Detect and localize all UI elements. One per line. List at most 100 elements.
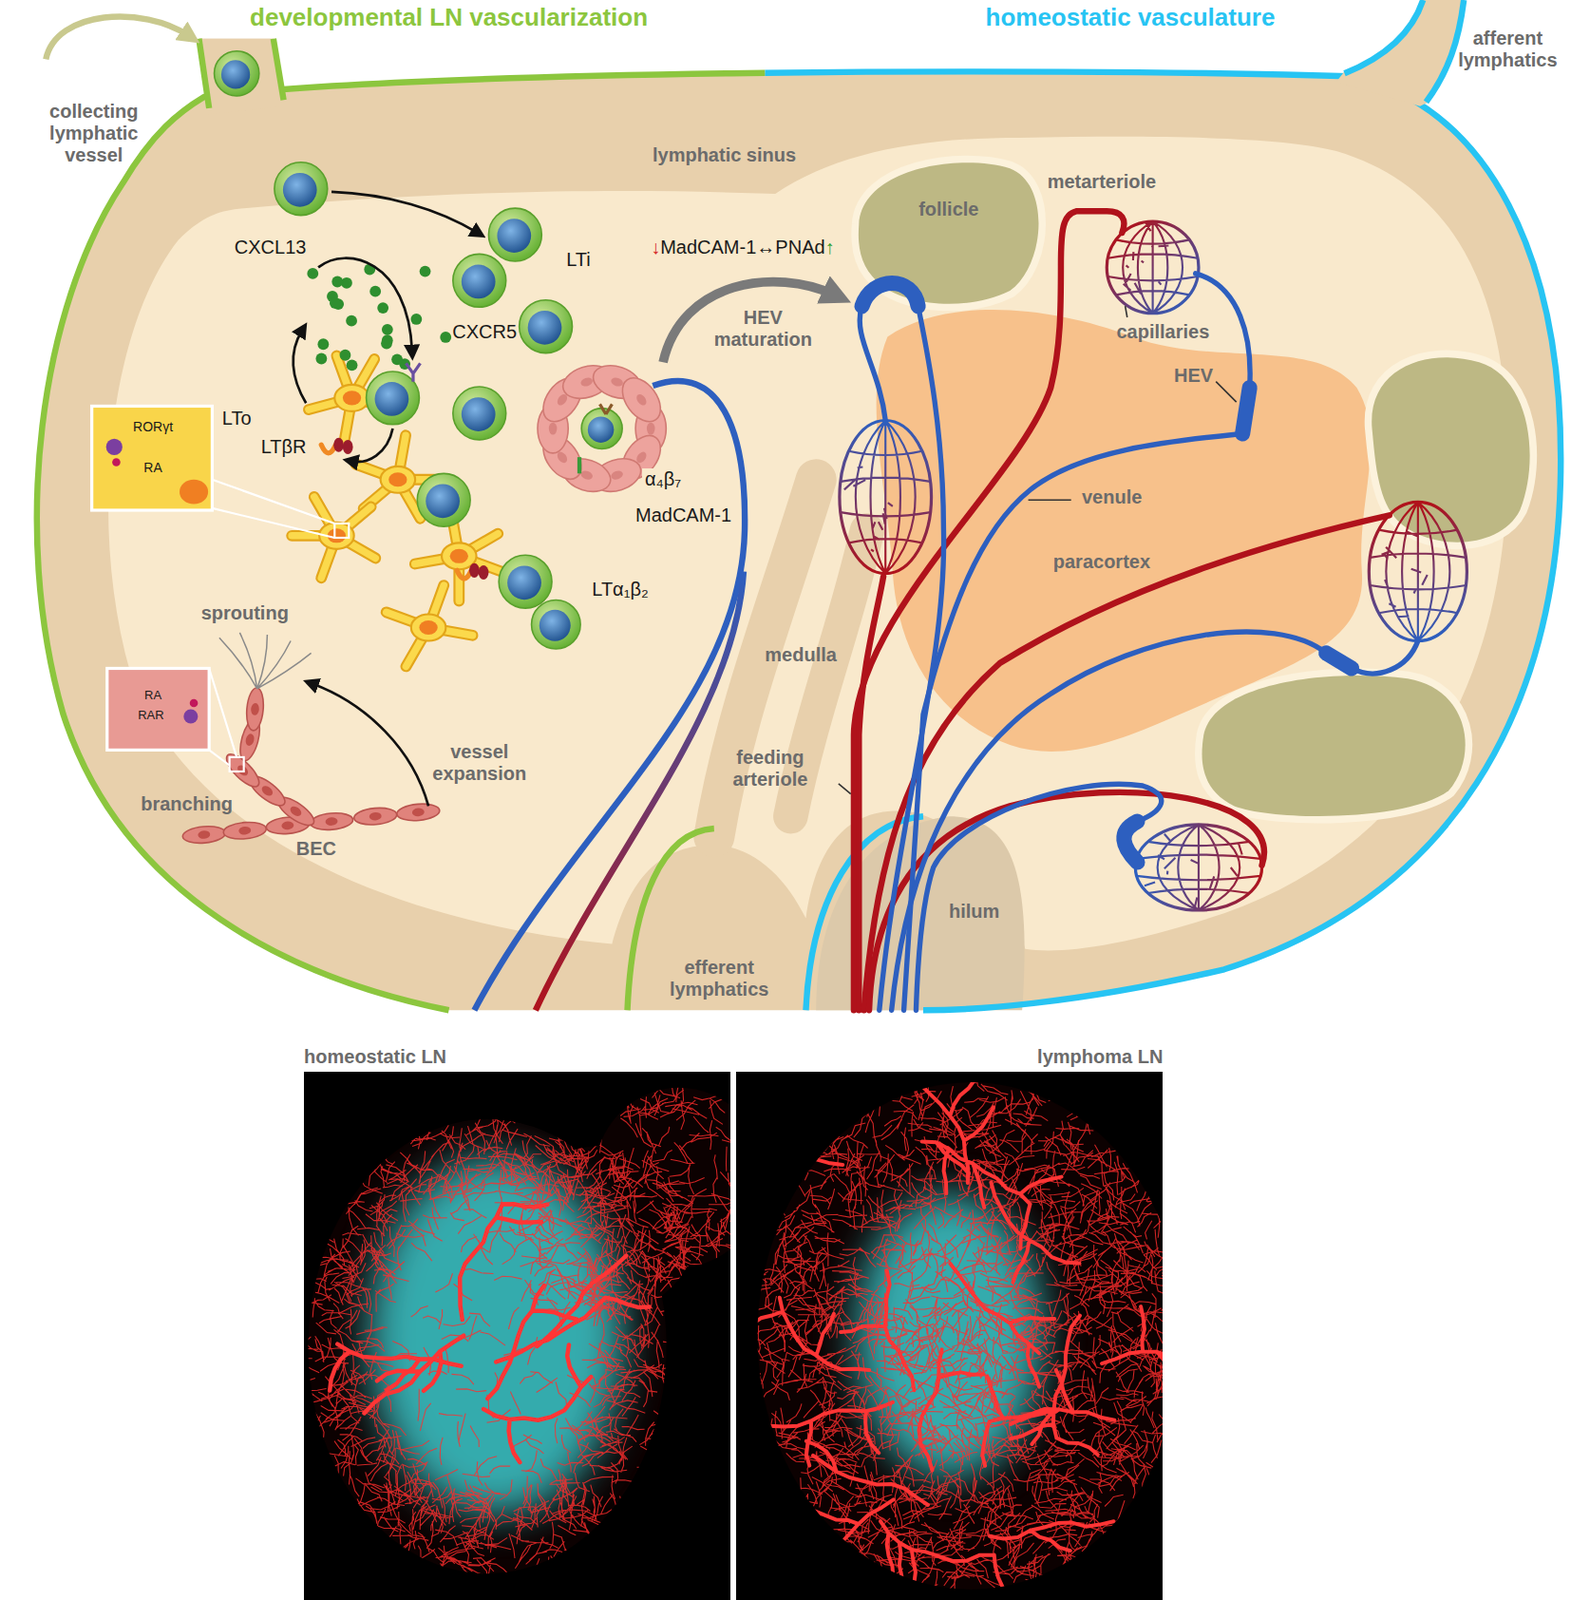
fine-vessels xyxy=(303,1072,731,1583)
label: medulla xyxy=(764,643,837,666)
label: CXCR5 xyxy=(452,321,517,343)
label-part: ↑ xyxy=(825,236,835,258)
arteriole xyxy=(869,792,1265,1010)
label: collecting lymphatic vessel xyxy=(35,100,153,167)
chemokine-dot xyxy=(331,276,343,288)
inset-box xyxy=(107,667,209,750)
lti-cell xyxy=(498,554,552,608)
bec-nucleus xyxy=(281,820,295,831)
lti-cell xyxy=(531,600,582,650)
endothelial-nucleus xyxy=(548,422,558,436)
madcam-receptor xyxy=(577,456,582,474)
major-vessels xyxy=(736,1071,1163,1599)
afferent-vessel xyxy=(1336,0,1464,107)
lti-nucleus xyxy=(221,59,250,89)
label: ↓MadCAM-1↔PNAd↑ xyxy=(650,236,834,259)
label: capillaries xyxy=(1116,321,1210,343)
bec-nucleus xyxy=(197,830,211,840)
chemokine-dot xyxy=(340,349,352,361)
label-part: M xyxy=(660,236,677,258)
lti-cell xyxy=(366,371,420,425)
hilum-region xyxy=(815,815,1024,1010)
vessel-wall xyxy=(1344,0,1424,74)
lymphotoxin xyxy=(469,563,480,578)
bec-nucleus xyxy=(412,807,426,817)
cycle-arrow xyxy=(352,428,394,462)
label: α₄β₇ xyxy=(642,468,684,491)
expansion-arrow xyxy=(312,683,429,807)
label: hilum xyxy=(948,900,1000,923)
bec-nucleus xyxy=(244,732,256,747)
label-part: C xyxy=(697,236,711,258)
label: follicle xyxy=(918,198,979,221)
endothelial-nucleus xyxy=(609,376,625,388)
bec-cell xyxy=(245,686,265,731)
major-vessels xyxy=(329,1203,650,1462)
label: CXCL13 xyxy=(234,236,307,259)
photo-tissue xyxy=(736,1071,1163,1600)
label: venule xyxy=(1081,486,1142,509)
label: metarteriole xyxy=(1047,170,1157,193)
bec-cell xyxy=(223,820,267,841)
label: RORγt xyxy=(132,418,173,435)
bec-nucleus xyxy=(324,816,339,827)
label: homeostatic vasculature xyxy=(985,3,1276,33)
chemokine-dot xyxy=(410,313,422,325)
stroma-nucleus xyxy=(418,620,437,635)
lti-nucleus xyxy=(425,483,460,518)
label-part: N xyxy=(788,236,802,258)
lti-nucleus xyxy=(539,609,571,642)
lti-cell xyxy=(214,51,260,96)
lymph-node-body xyxy=(37,71,1561,1010)
lti-cell xyxy=(581,408,623,450)
capillary-mesh xyxy=(1136,824,1261,910)
endothelial-nucleus xyxy=(579,376,594,388)
arteriole xyxy=(853,210,1124,1010)
label: afferent lymphatics xyxy=(1457,27,1559,72)
afferent-vessel-mouth xyxy=(1336,0,1464,107)
stroma-nucleus xyxy=(388,472,407,487)
label: HEV maturation xyxy=(697,306,831,351)
follicle-region xyxy=(1371,357,1530,543)
capillary-bed xyxy=(1135,824,1262,910)
endothelial-cell xyxy=(614,370,668,429)
capillary-bed xyxy=(1368,501,1467,641)
bec-cell xyxy=(309,811,354,832)
leader-line xyxy=(838,305,1237,794)
stroma-nucleus xyxy=(450,548,469,564)
label-part: P xyxy=(775,236,788,258)
label-part: ↓ xyxy=(650,236,661,258)
maturation-arrow xyxy=(662,282,834,363)
bec-nucleus xyxy=(260,783,275,798)
lti-nucleus xyxy=(283,172,318,208)
inset-nucleus xyxy=(179,479,209,505)
label-part: A xyxy=(801,236,814,258)
micrograph xyxy=(303,1071,731,1600)
vessel-wall xyxy=(273,38,284,100)
label: LTi xyxy=(566,248,591,271)
outline-green xyxy=(37,71,766,1010)
capillary-mesh xyxy=(840,419,931,573)
collecting-vessel-mouth xyxy=(198,38,285,114)
lti-nucleus xyxy=(461,397,496,432)
inset-leader xyxy=(211,479,335,538)
follicle-region xyxy=(1202,675,1466,816)
endothelial-nucleus xyxy=(579,469,594,481)
venule xyxy=(915,783,1161,1010)
inset-ligand xyxy=(112,457,121,467)
entry-arrow xyxy=(45,17,189,60)
photo-panel: homeostatic LN xyxy=(303,1045,731,1600)
label-part: d xyxy=(813,236,825,258)
ltbr-receptor xyxy=(321,444,336,454)
hev-segment xyxy=(862,283,919,306)
chemokine-dot xyxy=(329,297,341,309)
capillary-mesh xyxy=(1369,501,1466,641)
hev-segment xyxy=(1242,387,1250,434)
bec-cell xyxy=(353,806,398,827)
venule xyxy=(859,283,944,1010)
lymphotoxin xyxy=(478,565,490,580)
label: paracortex xyxy=(1053,550,1151,573)
bec-nucleus xyxy=(368,811,382,821)
bec-nucleus xyxy=(250,702,261,717)
endothelial-nucleus xyxy=(646,422,656,436)
